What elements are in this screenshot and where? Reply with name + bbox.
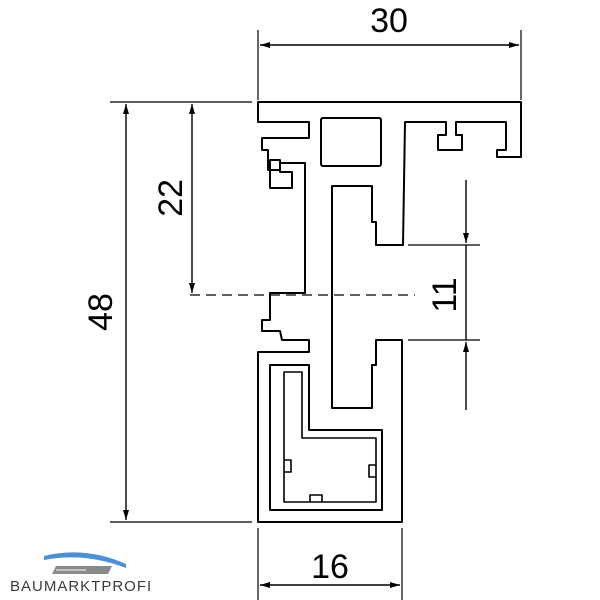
dim-width-bottom: 16 [311,548,349,586]
profile-inner-chamber-lip [283,371,377,503]
dimension-lines [123,42,519,588]
dim-width-top: 30 [370,2,408,40]
profile-upper-slot [269,159,293,189]
profile-square-cavity [320,117,382,167]
profile-inner-chamber [269,364,383,511]
brand-logo-mark [44,552,126,574]
profile-notch-bottom [309,494,323,502]
profile-notch-left [284,459,292,473]
brand-name: BAUMARKTPROFI [10,578,153,595]
extension-lines [110,30,522,600]
dim-height-total: 48 [82,293,120,331]
profile-notch-right [368,464,376,478]
profile-cross-section [257,101,522,523]
profile-outer-contour [257,101,522,523]
dim-height-upper: 22 [152,179,190,217]
dim-gap-right: 11 [426,277,464,312]
